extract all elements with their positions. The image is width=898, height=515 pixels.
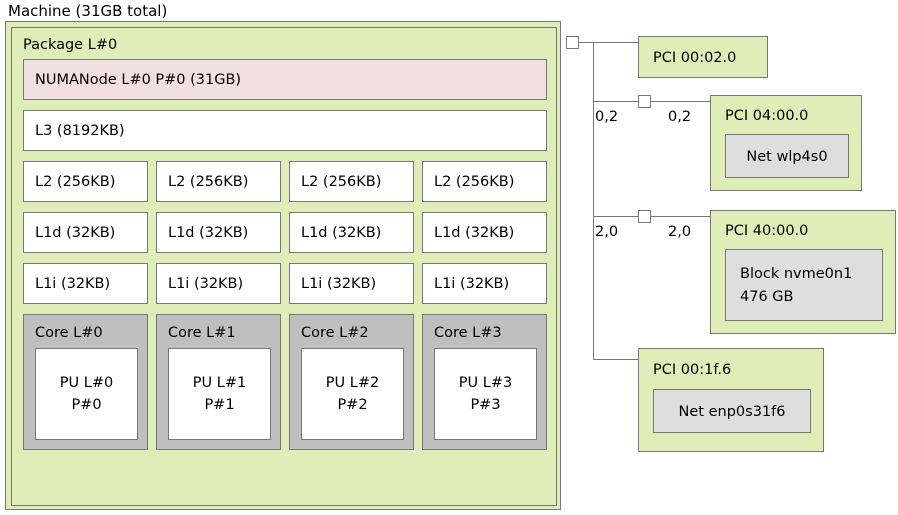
pci-label: PCI 40:00.0	[725, 223, 809, 239]
l2-cache-box-3[interactable]: L2 (256KB)	[422, 161, 547, 202]
pu-box-0[interactable]: PU L#0 P#0	[35, 348, 138, 440]
core-box-1[interactable]: Core L#1 PU L#1 P#1	[156, 314, 281, 450]
l1d-cache-box-3[interactable]: L1d (32KB)	[422, 212, 547, 253]
l2-cache-box-0[interactable]: L2 (256KB)	[23, 161, 148, 202]
package-box[interactable]: Package L#0 NUMANode L#0 P#0 (31GB) L3 (…	[11, 27, 557, 506]
io-bus-line	[593, 42, 594, 360]
l1d-cache-label: L1d (32KB)	[35, 225, 116, 241]
pu-label-line2: P#0	[71, 397, 102, 413]
l1d-cache-label: L1d (32KB)	[168, 225, 249, 241]
pu-label-line1: PU L#1	[192, 375, 247, 391]
core-label: Core L#0	[35, 325, 103, 341]
pci-box-2[interactable]: PCI 40:00.0 Block nvme0n1 476 GB	[710, 210, 896, 334]
l2-cache-label: L2 (256KB)	[168, 174, 249, 190]
pci-label: PCI 00:1f.6	[653, 362, 732, 378]
l3-cache-box[interactable]: L3 (8192KB)	[23, 110, 547, 151]
l1i-cache-box-1[interactable]: L1i (32KB)	[156, 263, 281, 304]
io-branch-line-2a	[593, 216, 639, 217]
numanode-label: NUMANode L#0 P#0 (31GB)	[35, 72, 242, 88]
pci-box-3[interactable]: PCI 00:1f.6 Net enp0s31f6	[638, 348, 824, 452]
numanode-box[interactable]: NUMANode L#0 P#0 (31GB)	[23, 59, 547, 100]
pu-label-line2: P#1	[204, 397, 235, 413]
machine-title: Machine (31GB total)	[8, 2, 168, 20]
core-box-2[interactable]: Core L#2 PU L#2 P#2	[289, 314, 414, 450]
osdev-box-3[interactable]: Net enp0s31f6	[653, 389, 811, 433]
l1i-cache-label: L1i (32KB)	[301, 276, 377, 292]
pu-label-line1: PU L#3	[458, 375, 513, 391]
l1d-cache-label: L1d (32KB)	[301, 225, 382, 241]
osdev-label-line2: 476 GB	[740, 289, 794, 305]
l2-cache-label: L2 (256KB)	[301, 174, 382, 190]
l1i-cache-box-2[interactable]: L1i (32KB)	[289, 263, 414, 304]
l1d-cache-box-0[interactable]: L1d (32KB)	[23, 212, 148, 253]
l2-cache-label: L2 (256KB)	[434, 174, 515, 190]
pci-bridge-node-icon-2[interactable]	[638, 210, 651, 223]
pci-label: PCI 00:02.0	[653, 50, 737, 66]
l1i-cache-box-3[interactable]: L1i (32KB)	[422, 263, 547, 304]
l2-cache-label: L2 (256KB)	[35, 174, 116, 190]
osdev-label: Net enp0s31f6	[678, 404, 786, 420]
io-branch-line-1a	[593, 101, 639, 102]
io-edge-label-left-2: 2,0	[595, 224, 619, 240]
pci-box-1[interactable]: PCI 04:00.0 Net wlp4s0	[710, 95, 862, 191]
io-edge-label-left-1: 0,2	[595, 109, 619, 125]
l1i-cache-box-0[interactable]: L1i (32KB)	[23, 263, 148, 304]
io-branch-line-1b	[651, 101, 711, 102]
core-box-0[interactable]: Core L#0 PU L#0 P#0	[23, 314, 148, 450]
io-edge-label-right-1: 0,2	[668, 109, 692, 125]
package-label: Package L#0	[23, 37, 118, 53]
l1d-cache-box-1[interactable]: L1d (32KB)	[156, 212, 281, 253]
l2-cache-box-2[interactable]: L2 (256KB)	[289, 161, 414, 202]
pci-box-0[interactable]: PCI 00:02.0	[638, 36, 768, 78]
io-edge-label-right-2: 2,0	[668, 224, 692, 240]
pci-label: PCI 04:00.0	[725, 108, 809, 124]
pu-label-line2: P#2	[337, 397, 368, 413]
l1i-cache-label: L1i (32KB)	[168, 276, 244, 292]
io-root-node-icon[interactable]	[566, 36, 579, 49]
pu-box-1[interactable]: PU L#1 P#1	[168, 348, 271, 440]
io-root-stub-line	[579, 42, 594, 43]
core-label: Core L#3	[434, 325, 502, 341]
pci-bridge-node-icon-1[interactable]	[638, 95, 651, 108]
pu-box-2[interactable]: PU L#2 P#2	[301, 348, 404, 440]
pu-label-line1: PU L#2	[325, 375, 380, 391]
core-label: Core L#2	[301, 325, 369, 341]
io-branch-line-2b	[651, 216, 711, 217]
osdev-box-2[interactable]: Block nvme0n1 476 GB	[725, 249, 883, 321]
osdev-label-line1: Block nvme0n1	[740, 266, 853, 282]
osdev-box-1[interactable]: Net wlp4s0	[725, 134, 849, 178]
pu-label-line2: P#3	[470, 397, 501, 413]
osdev-label: Net wlp4s0	[746, 149, 828, 165]
io-branch-line-3	[593, 359, 639, 360]
l1d-cache-label: L1d (32KB)	[434, 225, 515, 241]
core-box-3[interactable]: Core L#3 PU L#3 P#3	[422, 314, 547, 450]
io-branch-line-0	[593, 42, 639, 43]
l1i-cache-label: L1i (32KB)	[35, 276, 111, 292]
l3-cache-label: L3 (8192KB)	[35, 123, 125, 139]
l1d-cache-box-2[interactable]: L1d (32KB)	[289, 212, 414, 253]
pu-box-3[interactable]: PU L#3 P#3	[434, 348, 537, 440]
pu-label-line1: PU L#0	[59, 375, 114, 391]
core-label: Core L#1	[168, 325, 236, 341]
l1i-cache-label: L1i (32KB)	[434, 276, 510, 292]
machine-box[interactable]: Package L#0 NUMANode L#0 P#0 (31GB) L3 (…	[5, 21, 561, 510]
l2-cache-box-1[interactable]: L2 (256KB)	[156, 161, 281, 202]
